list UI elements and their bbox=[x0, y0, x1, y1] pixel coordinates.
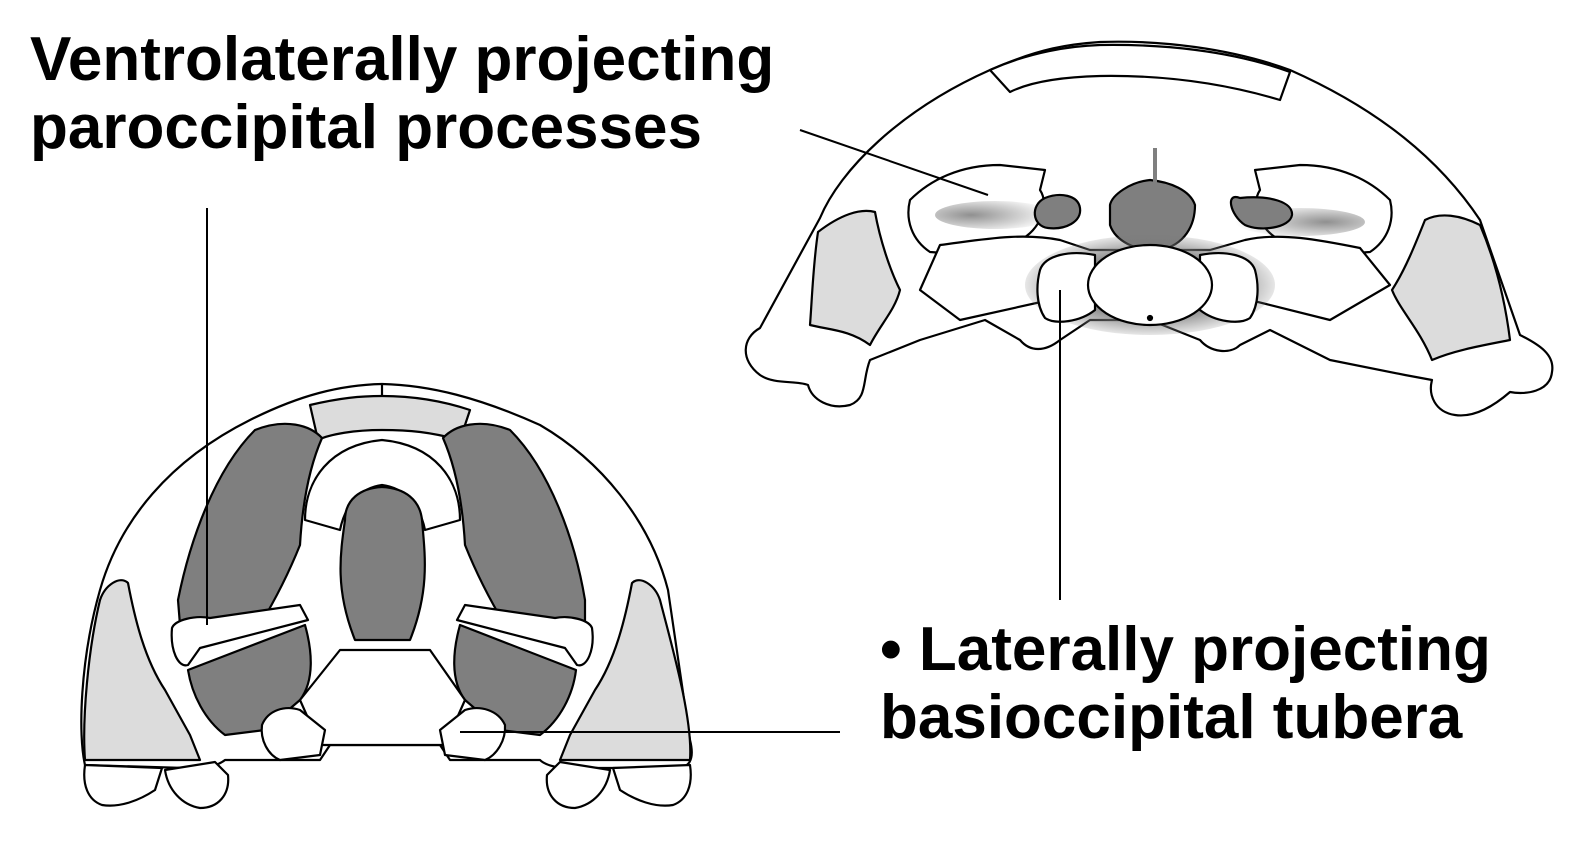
paroccipital-label-line2: paroccipital processes bbox=[30, 93, 702, 162]
upper-right-tuber bbox=[1198, 252, 1259, 323]
lower-supraoccipital bbox=[339, 485, 426, 642]
lower-left-tuber bbox=[260, 707, 327, 762]
upper-right-squamosal bbox=[1390, 214, 1512, 362]
lower-right-temporal-fossa bbox=[441, 422, 587, 627]
upper-skull bbox=[744, 40, 1554, 417]
upper-left-squamosal bbox=[808, 209, 902, 347]
upper-condyle-dot bbox=[1146, 314, 1154, 322]
lower-left-condyle-foot bbox=[163, 760, 230, 810]
lower-right-squamosal bbox=[558, 579, 692, 762]
upper-skull-roof-band bbox=[988, 43, 1292, 102]
lower-right-tuber bbox=[438, 707, 507, 762]
lower-left-temporal-fossa bbox=[176, 422, 324, 627]
lower-skull bbox=[80, 382, 693, 810]
upper-left-shadow bbox=[935, 201, 1055, 229]
basioccipital-label-line1: • Laterally projecting bbox=[880, 615, 1491, 684]
lower-right-condyle-foot bbox=[545, 760, 612, 810]
paroccipital-label: Ventrolaterally projecting paroccipital … bbox=[30, 26, 774, 162]
lower-left-squamosal bbox=[83, 579, 202, 762]
leader-line-paroccipital-upper bbox=[799, 129, 989, 196]
paroccipital-label-line1: Ventrolaterally projecting bbox=[30, 25, 775, 94]
basioccipital-label: • Laterally projecting basioccipital tub… bbox=[880, 616, 1491, 752]
lower-right-quadrate bbox=[611, 763, 692, 807]
lower-right-paroccipital bbox=[455, 603, 594, 667]
upper-left-exoccipital bbox=[1033, 193, 1082, 230]
upper-right-exoccipital bbox=[1229, 195, 1294, 230]
basioccipital-label-line2: basioccipital tubera bbox=[880, 683, 1463, 752]
upper-left-tuber bbox=[1036, 252, 1097, 323]
upper-occipital-condyle bbox=[1086, 243, 1214, 327]
lower-left-paroccipital bbox=[170, 603, 310, 667]
lower-left-quadrate bbox=[83, 763, 164, 807]
